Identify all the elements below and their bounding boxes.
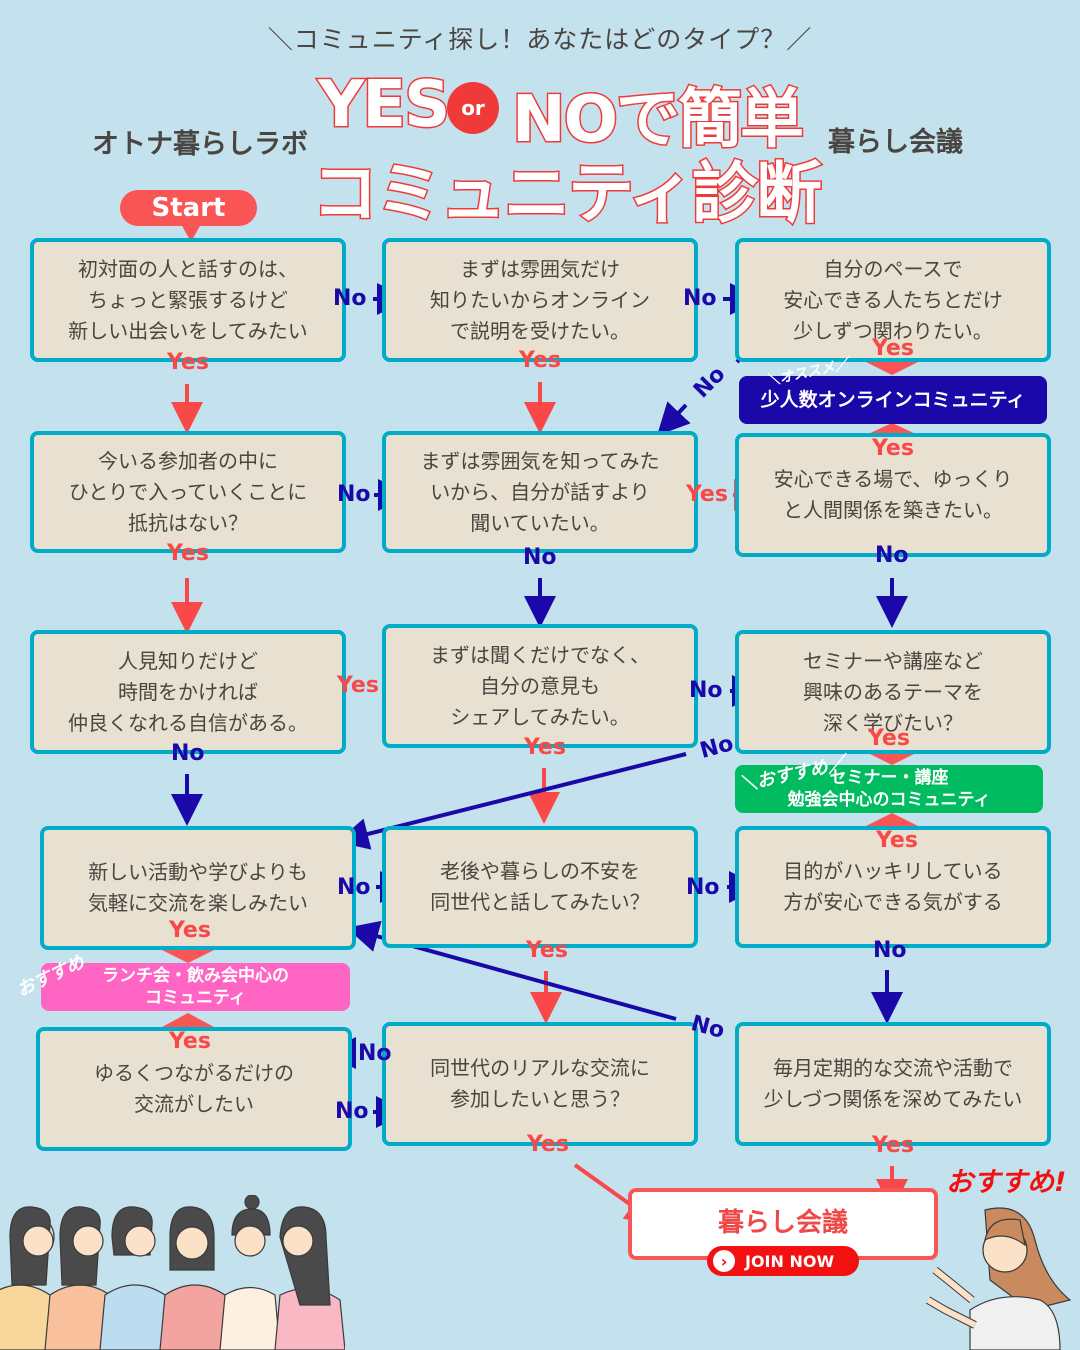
person-illustration xyxy=(44,1206,116,1350)
person-illustration xyxy=(159,1206,231,1350)
no-label: No xyxy=(523,545,557,570)
result-online-community: 少人数オンラインコミュニティ xyxy=(739,376,1047,424)
question-box-q5: まずは雰囲気を知ってみた いから、自分が話すより 聞いていたい。 xyxy=(382,431,698,553)
recommend-callout: おすすめ! xyxy=(946,1167,1067,1198)
cta-title[interactable]: 暮らし会議 xyxy=(717,1208,848,1238)
no-label: No xyxy=(686,875,720,900)
question-box-q6: 安心できる場で、ゆっくり と人間関係を築きたい。 xyxy=(735,433,1051,557)
yes-label: Yes xyxy=(872,1133,914,1158)
question-box-q3: 自分のペースで 安心できる人たちとだけ 少しずつ関わりたい。 xyxy=(735,238,1051,362)
yes-label: Yes xyxy=(167,541,209,566)
yes-label: Yes xyxy=(872,436,914,461)
yes-label: Yes xyxy=(876,828,918,853)
group-of-women-illustration xyxy=(0,1195,345,1350)
person-illustration xyxy=(274,1206,345,1350)
yes-label: Yes xyxy=(337,673,379,698)
chevron-right-icon: › xyxy=(713,1250,735,1272)
brand-left: オトナ暮らしラボ xyxy=(92,129,308,160)
question-box-q2: まずは雰囲気だけ 知りたいからオンライン で説明を受けたい。 xyxy=(382,238,698,362)
yes-label: Yes xyxy=(686,482,728,507)
question-box-q1: 初対面の人と話すのは、 ちょっと緊張するけど 新しい出会いをしてみたい xyxy=(30,238,346,362)
no-label: No xyxy=(337,875,371,900)
no-label: No xyxy=(358,1041,392,1066)
question-box-q11: 老後や暮らしの不安を 同世代と話してみたい？ xyxy=(382,826,698,948)
woman-pointing-illustration xyxy=(925,1207,1072,1350)
brand-right: 暮らし会議 xyxy=(828,127,963,158)
person-illustration xyxy=(219,1195,281,1350)
person-illustration xyxy=(0,1206,61,1350)
arrow-no-diag xyxy=(656,401,691,436)
question-box-q8: まずは聞くだけでなく、 自分の意見も シェアしてみたい。 xyxy=(382,624,698,748)
yes-label: Yes xyxy=(527,1132,569,1157)
result-pointer xyxy=(162,950,214,963)
join-now-button[interactable]: › JOIN NOW xyxy=(707,1246,859,1276)
yes-label: Yes xyxy=(519,348,561,373)
arrow-no-diag xyxy=(336,752,687,850)
title-line2: コミュニティ診断 xyxy=(310,154,823,234)
start-pointer xyxy=(181,224,201,242)
result-pointer xyxy=(866,752,918,765)
question-box-q4: 今いる参加者の中に ひとりで入っていくことに 抵抗はない？ xyxy=(30,431,346,553)
result-pointer xyxy=(866,423,918,435)
yes-label: Yes xyxy=(872,336,914,361)
question-box-q14: 同世代のリアルな交流に 参加したいと思う？ xyxy=(382,1022,698,1146)
join-now-label: JOIN NOW xyxy=(745,1251,835,1271)
question-box-q12: 目的がハッキリしている 方が安心できる気がする xyxy=(735,826,1051,948)
question-box-q15: 毎月定期的な交流や活動で 少しづつ関係を深めてみたい xyxy=(735,1022,1051,1146)
person-illustration xyxy=(99,1206,171,1350)
title-no: NOで簡単 xyxy=(511,82,806,159)
question-box-q7: 人見知りだけど 時間をかければ 仲良くなれる自信がある。 xyxy=(30,630,346,754)
start-badge: Start xyxy=(120,190,257,226)
question-box-q13: ゆるくつながるだけの 交流がしたい xyxy=(36,1027,352,1151)
no-label: No xyxy=(683,286,717,311)
result-pointer xyxy=(162,1013,214,1027)
no-label: No xyxy=(689,678,723,703)
no-label: No xyxy=(171,741,205,766)
no-label: No xyxy=(333,286,367,311)
question-box-q10: 新しい活動や学びよりも 気軽に交流を楽しみたい xyxy=(40,826,356,950)
no-label: No xyxy=(873,938,907,963)
question-box-q9: セミナーや講座など 興味のあるテーマを 深く学びたい？ xyxy=(735,630,1051,754)
yes-label: Yes xyxy=(526,938,568,963)
result-pointer xyxy=(866,362,918,375)
yes-label: Yes xyxy=(524,735,566,760)
yes-label: Yes xyxy=(169,918,211,943)
no-label: No xyxy=(335,1099,369,1124)
title-or-badge: or xyxy=(447,82,499,134)
yes-label: Yes xyxy=(167,350,209,375)
no-label: No xyxy=(337,482,371,507)
subtitle: ＼コミュニティ探し！あなたはどのタイプ？／ xyxy=(267,25,813,54)
result-pointer xyxy=(866,813,918,826)
no-label: No xyxy=(875,543,909,568)
result-seminar-community: セミナー・講座 勉強会中心のコミュニティ xyxy=(735,765,1043,813)
title-yes: YES xyxy=(316,67,451,144)
result-lunch-community: ランチ会・飲み会中心の コミュニティ xyxy=(41,963,350,1011)
yes-label: Yes xyxy=(868,726,910,751)
yes-label: Yes xyxy=(169,1029,211,1054)
